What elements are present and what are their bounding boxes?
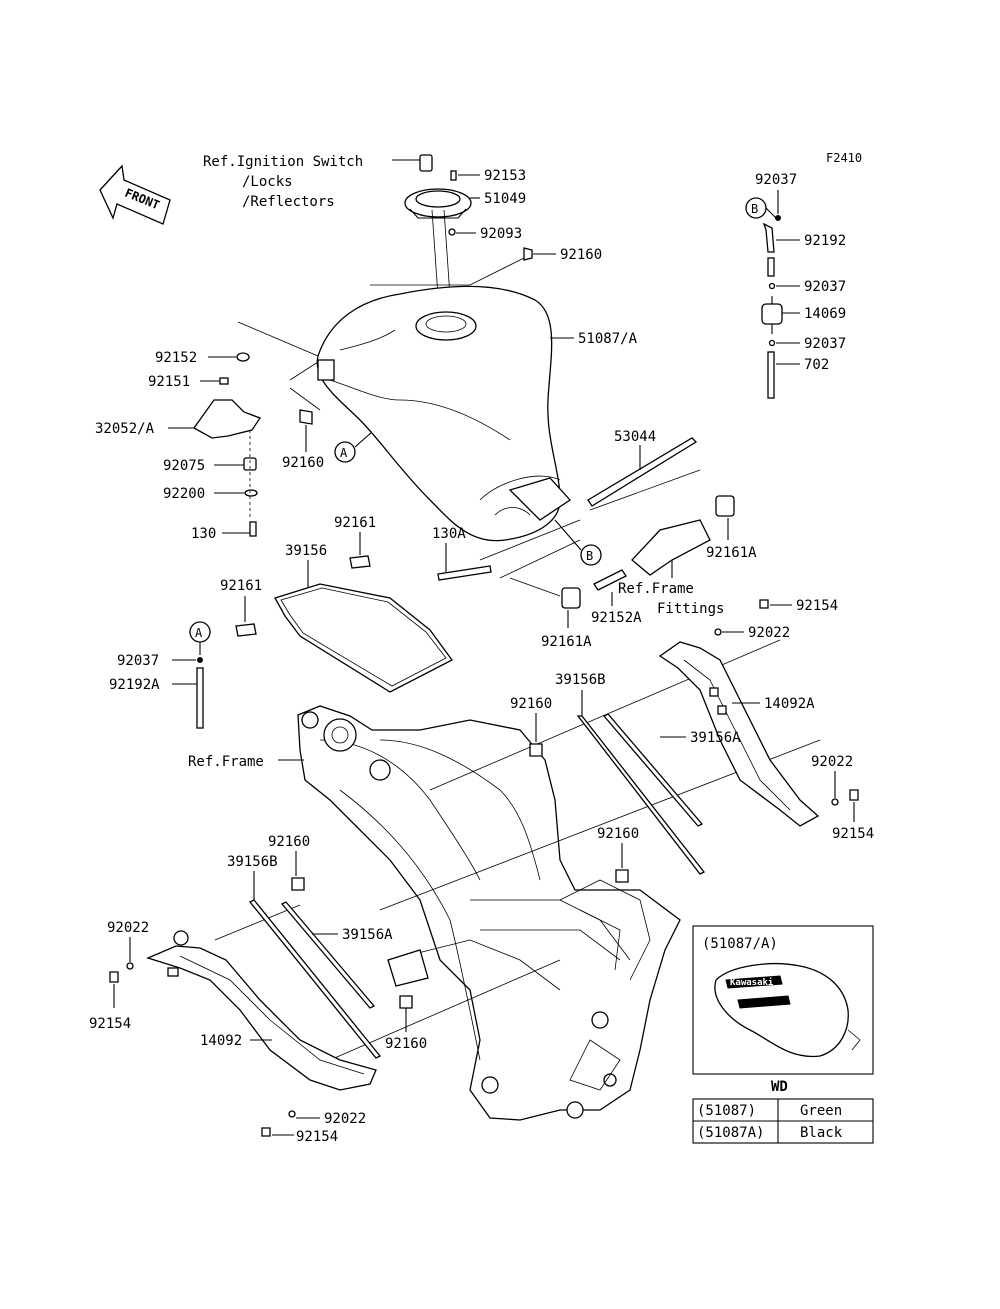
label-92153: 92153: [484, 168, 526, 184]
label-92160-top: 92160: [560, 247, 602, 263]
label-92160-mid: 92160: [510, 696, 552, 712]
pad-39156: [274, 583, 453, 693]
callout-b-hose-text: B: [751, 202, 758, 216]
label-92160-center: 92160: [597, 826, 639, 842]
frame-fitting-bracket: [631, 519, 711, 576]
label-92154-bottom: 92154: [296, 1129, 338, 1145]
label-130: 130: [191, 526, 216, 542]
label-92161A-mid: 92161A: [541, 634, 592, 650]
label-92022-left: 92022: [107, 920, 149, 936]
label-39156B-top: 39156B: [555, 672, 606, 688]
callout-b-tank-text: B: [586, 549, 593, 563]
ref-frame: Ref.Frame: [188, 754, 264, 770]
label-39156A-low: 39156A: [342, 927, 393, 943]
label-39156A-right: 39156A: [690, 730, 741, 746]
ref-reflectors: /Reflectors: [242, 194, 335, 210]
label-92037-mid: 92037: [804, 279, 846, 295]
cover-14092: [146, 945, 377, 1091]
color-table-row-2-color: Black: [800, 1125, 843, 1141]
label-92151: 92151: [148, 374, 190, 390]
color-table-row-2-part: (51087A): [697, 1125, 764, 1141]
label-92160-lower: 92160: [268, 834, 310, 850]
fuel-cap-assembly: [404, 170, 472, 236]
callout-a-lower-text: A: [195, 626, 203, 640]
label-92022-top: 92022: [748, 625, 790, 641]
label-92152A: 92152A: [591, 610, 642, 626]
label-702: 702: [804, 357, 829, 373]
label-14092A: 14092A: [764, 696, 815, 712]
ref-locks: /Locks: [242, 174, 293, 190]
ref-frame-fittings-1: Ref.Frame: [618, 581, 694, 597]
figure-code: F2410: [826, 151, 862, 165]
label-92037-top: 92037: [755, 172, 797, 188]
label-51049: 51049: [484, 191, 526, 207]
label-92154-right: 92154: [832, 826, 874, 842]
color-table-header: WD: [771, 1079, 788, 1095]
strip-53044: [587, 437, 698, 507]
label-51087-A: 51087/A: [578, 331, 638, 347]
label-92022-right: 92022: [811, 754, 853, 770]
label-92093: 92093: [480, 226, 522, 242]
label-92075: 92075: [163, 458, 205, 474]
ref-frame-fittings-2: Fittings: [657, 601, 724, 617]
label-14092: 14092: [200, 1033, 242, 1049]
label-32052-A: 32052/A: [95, 421, 155, 437]
front-arrow-icon: FRONT: [99, 164, 171, 225]
cover-14092A: [658, 641, 820, 827]
color-table-row-1-part: (51087): [697, 1103, 756, 1119]
label-130A: 130A: [432, 526, 466, 542]
label-92200: 92200: [163, 486, 205, 502]
callout-a-upper: [334, 441, 356, 463]
callout-b-tank: [580, 544, 602, 566]
color-table: WD (51087) Green (51087A) Black: [692, 1079, 874, 1144]
label-92161-a: 92161: [334, 515, 376, 531]
label-92192A: 92192A: [109, 677, 160, 693]
label-92154-top: 92154: [796, 598, 838, 614]
callout-a-upper-text: A: [340, 446, 348, 460]
label-53044: 53044: [614, 429, 656, 445]
inset-tank-variant: (51087/A) Kawasaki: [692, 925, 874, 1075]
inset-tank-logo: Kawasaki: [730, 977, 774, 988]
ref-ignition-switch: Ref.Ignition Switch: [203, 154, 363, 170]
label-92022-bottom: 92022: [324, 1111, 366, 1127]
label-92154-left: 92154: [89, 1016, 131, 1032]
label-92192: 92192: [804, 233, 846, 249]
label-39156B-low: 39156B: [227, 854, 278, 870]
label-92160-left: 92160: [282, 455, 324, 471]
label-92037-left: 92037: [117, 653, 159, 669]
filter-14069: [761, 303, 783, 325]
bracket-32052: [193, 399, 261, 439]
fuel-tank: [316, 285, 571, 542]
frame: [297, 705, 681, 1121]
label-92152: 92152: [155, 350, 197, 366]
inset-title: (51087/A): [702, 936, 778, 952]
ignition-cylinder: [419, 154, 433, 172]
label-92160-bottom: 92160: [385, 1036, 427, 1052]
label-39156: 39156: [285, 543, 327, 559]
label-92161A-right: 92161A: [706, 545, 757, 561]
color-table-row-1-color: Green: [800, 1103, 842, 1119]
label-92037-low: 92037: [804, 336, 846, 352]
label-14069: 14069: [804, 306, 846, 322]
label-92161-b: 92161: [220, 578, 262, 594]
